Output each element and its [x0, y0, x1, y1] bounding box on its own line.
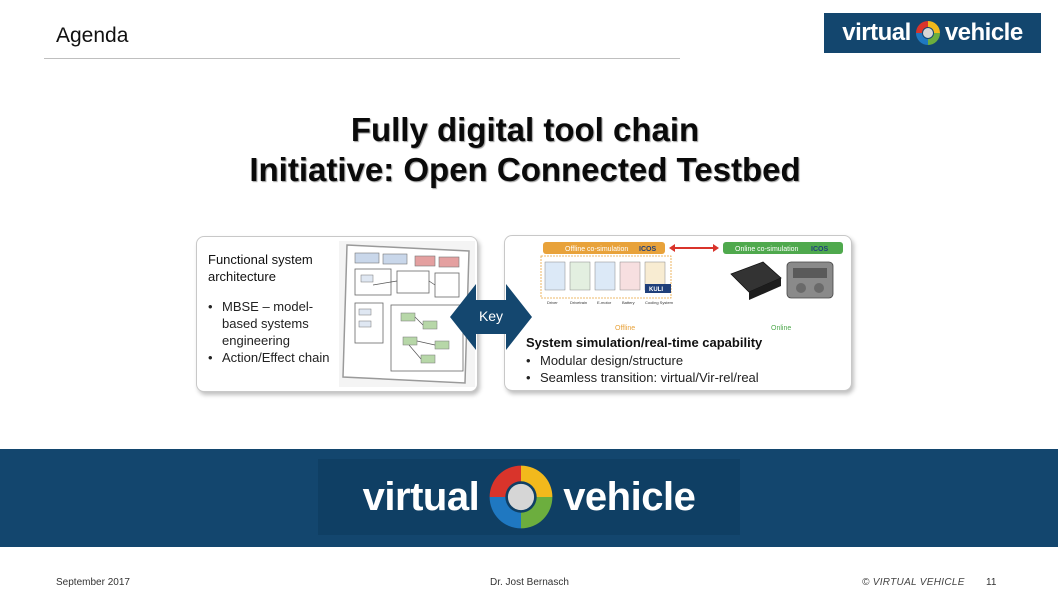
left-bullet-action-effect: Action/Effect chain: [208, 349, 348, 366]
right-bullet-modular: Modular design/structure: [526, 352, 759, 369]
architecture-diagram-image: [339, 241, 475, 387]
system-simulation-panel: Offline co-simulation Online co-simulati…: [504, 235, 852, 391]
banner-logo: virtual vehicle: [318, 459, 740, 535]
footer-date: September 2017: [56, 577, 130, 588]
banner-word-right: vehicle: [563, 474, 696, 519]
section-title: Agenda: [56, 24, 129, 47]
key-label: Key: [478, 308, 504, 324]
header-divider: [44, 58, 680, 59]
offline-label: Offline: [615, 325, 635, 332]
tile-drivetrain: Drivetrain: [570, 300, 587, 305]
footer-copyright: © VIRTUAL VEHICLE: [862, 577, 965, 588]
key-double-arrow-icon: [450, 284, 532, 350]
left-panel-heading: Functional system architecture: [208, 252, 313, 284]
company-logo: virtual vehicle: [824, 13, 1041, 53]
functional-architecture-panel: Functional system architecture MBSE – mo…: [196, 236, 478, 392]
logo-word-right: vehicle: [944, 19, 1023, 46]
tile-cooling: Cooling System: [645, 300, 674, 305]
online-label: Online: [771, 325, 791, 332]
banner-logo-ring-icon: [489, 465, 553, 529]
icos-label-online: ICOS: [811, 246, 828, 253]
kuli-label: KULI: [649, 287, 663, 293]
left-panel-bullets: MBSE – model-based systems engineering A…: [208, 298, 348, 366]
banner-word-left: virtual: [362, 474, 480, 519]
logo-ring-icon: [915, 21, 940, 45]
right-bullet-transition: Seamless transition: virtual/Vir-rel/rea…: [526, 369, 759, 386]
page-number: 11: [986, 577, 997, 588]
right-panel-heading: System simulation/real-time capability: [526, 335, 763, 350]
logo-word-left: virtual: [842, 19, 911, 46]
icos-label-offline: ICOS: [639, 246, 656, 253]
tile-emotor: E-motor: [597, 300, 612, 305]
offline-title: Offline co-simulation: [565, 246, 628, 253]
online-title: Online co-simulation: [735, 246, 799, 253]
right-panel-bullets: Modular design/structure Seamless transi…: [526, 352, 759, 386]
slide-title-line2: Initiative: Open Connected Testbed: [249, 151, 801, 188]
slide-title: Fully digital tool chain Initiative: Ope…: [160, 110, 890, 190]
tile-battery: Battery: [622, 300, 635, 305]
slide-title-line1: Fully digital tool chain: [350, 111, 700, 148]
left-bullet-mbse: MBSE – model-based systems engineering: [208, 298, 348, 349]
tile-driver: Driver: [547, 300, 558, 305]
cosimulation-diagram-image: Offline co-simulation Online co-simulati…: [540, 242, 843, 332]
footer-author: Dr. Jost Bernasch: [490, 577, 569, 588]
